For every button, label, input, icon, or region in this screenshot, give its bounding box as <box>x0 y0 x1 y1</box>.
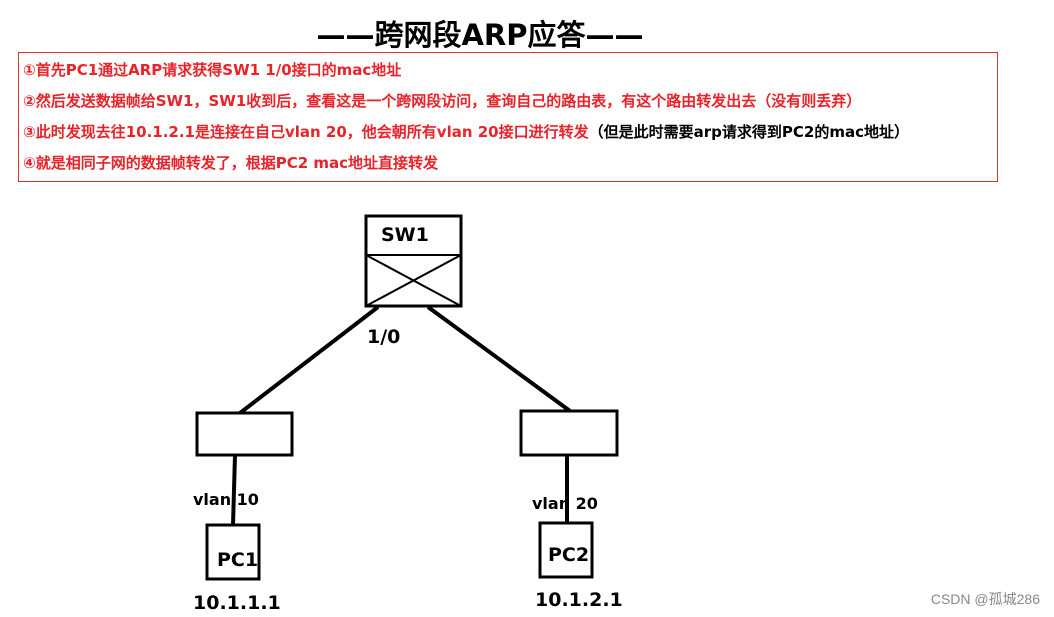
pc1-ip: 10.1.1.1 <box>193 592 281 614</box>
page-title: ——跨网段ARP应答—— <box>316 18 644 52</box>
sw1-cross-b <box>365 254 462 307</box>
vlan-20-label: vlan 20 <box>532 494 598 513</box>
pc1-label: PC1 <box>217 549 259 571</box>
sw1-device <box>364 214 463 308</box>
right-switch <box>519 409 619 457</box>
note-step-1: ①首先PC1通过ARP请求获得SW1 1/0接口的mac地址 <box>23 59 401 80</box>
note-step-3: ③此时发现去往10.1.2.1是连接在自己vlan 20，他会朝所有vlan 2… <box>23 121 909 142</box>
note-step-4: ④就是相同子网的数据帧转发了，根据PC2 mac地址直接转发 <box>23 152 438 173</box>
note-step-3-text: ③此时发现去往10.1.2.1是连接在自己vlan 20，他会朝所有vlan 2… <box>23 123 589 141</box>
vlan-10-label: vlan 10 <box>193 490 259 509</box>
notes-box: ①首先PC1通过ARP请求获得SW1 1/0接口的mac地址 ②然后发送数据帧给… <box>18 52 998 182</box>
sw1-label: SW1 <box>381 224 429 246</box>
link-left-switch-pc1 <box>231 454 237 526</box>
interface-label: 1/0 <box>367 326 401 348</box>
note-step-2: ②然后发送数据帧给SW1，SW1收到后，查看这是一个跨网段访问，查询自己的路由表… <box>23 90 861 111</box>
note-step-3-suffix: （但是此时需要arp请求得到PC2的mac地址） <box>588 123 909 141</box>
left-switch <box>195 411 294 457</box>
note-step-1-text: ①首先PC1通过ARP请求获得SW1 1/0接口的mac地址 <box>23 61 402 79</box>
note-step-4-text: ④就是相同子网的数据帧转发了，根据PC2 mac地址直接转发 <box>23 154 439 172</box>
note-step-2-text: ②然后发送数据帧给SW1，SW1收到后，查看这是一个跨网段访问，查询自己的路由表… <box>23 92 862 110</box>
pc2-ip: 10.1.2.1 <box>535 589 623 611</box>
pc1-box <box>205 523 261 581</box>
link-sw1-left-switch <box>238 305 380 415</box>
watermark: CSDN @孤城286 <box>930 591 1040 607</box>
link-sw1-right-switch <box>426 305 572 413</box>
pc2-box <box>538 521 594 579</box>
pc2-label: PC2 <box>548 544 590 566</box>
